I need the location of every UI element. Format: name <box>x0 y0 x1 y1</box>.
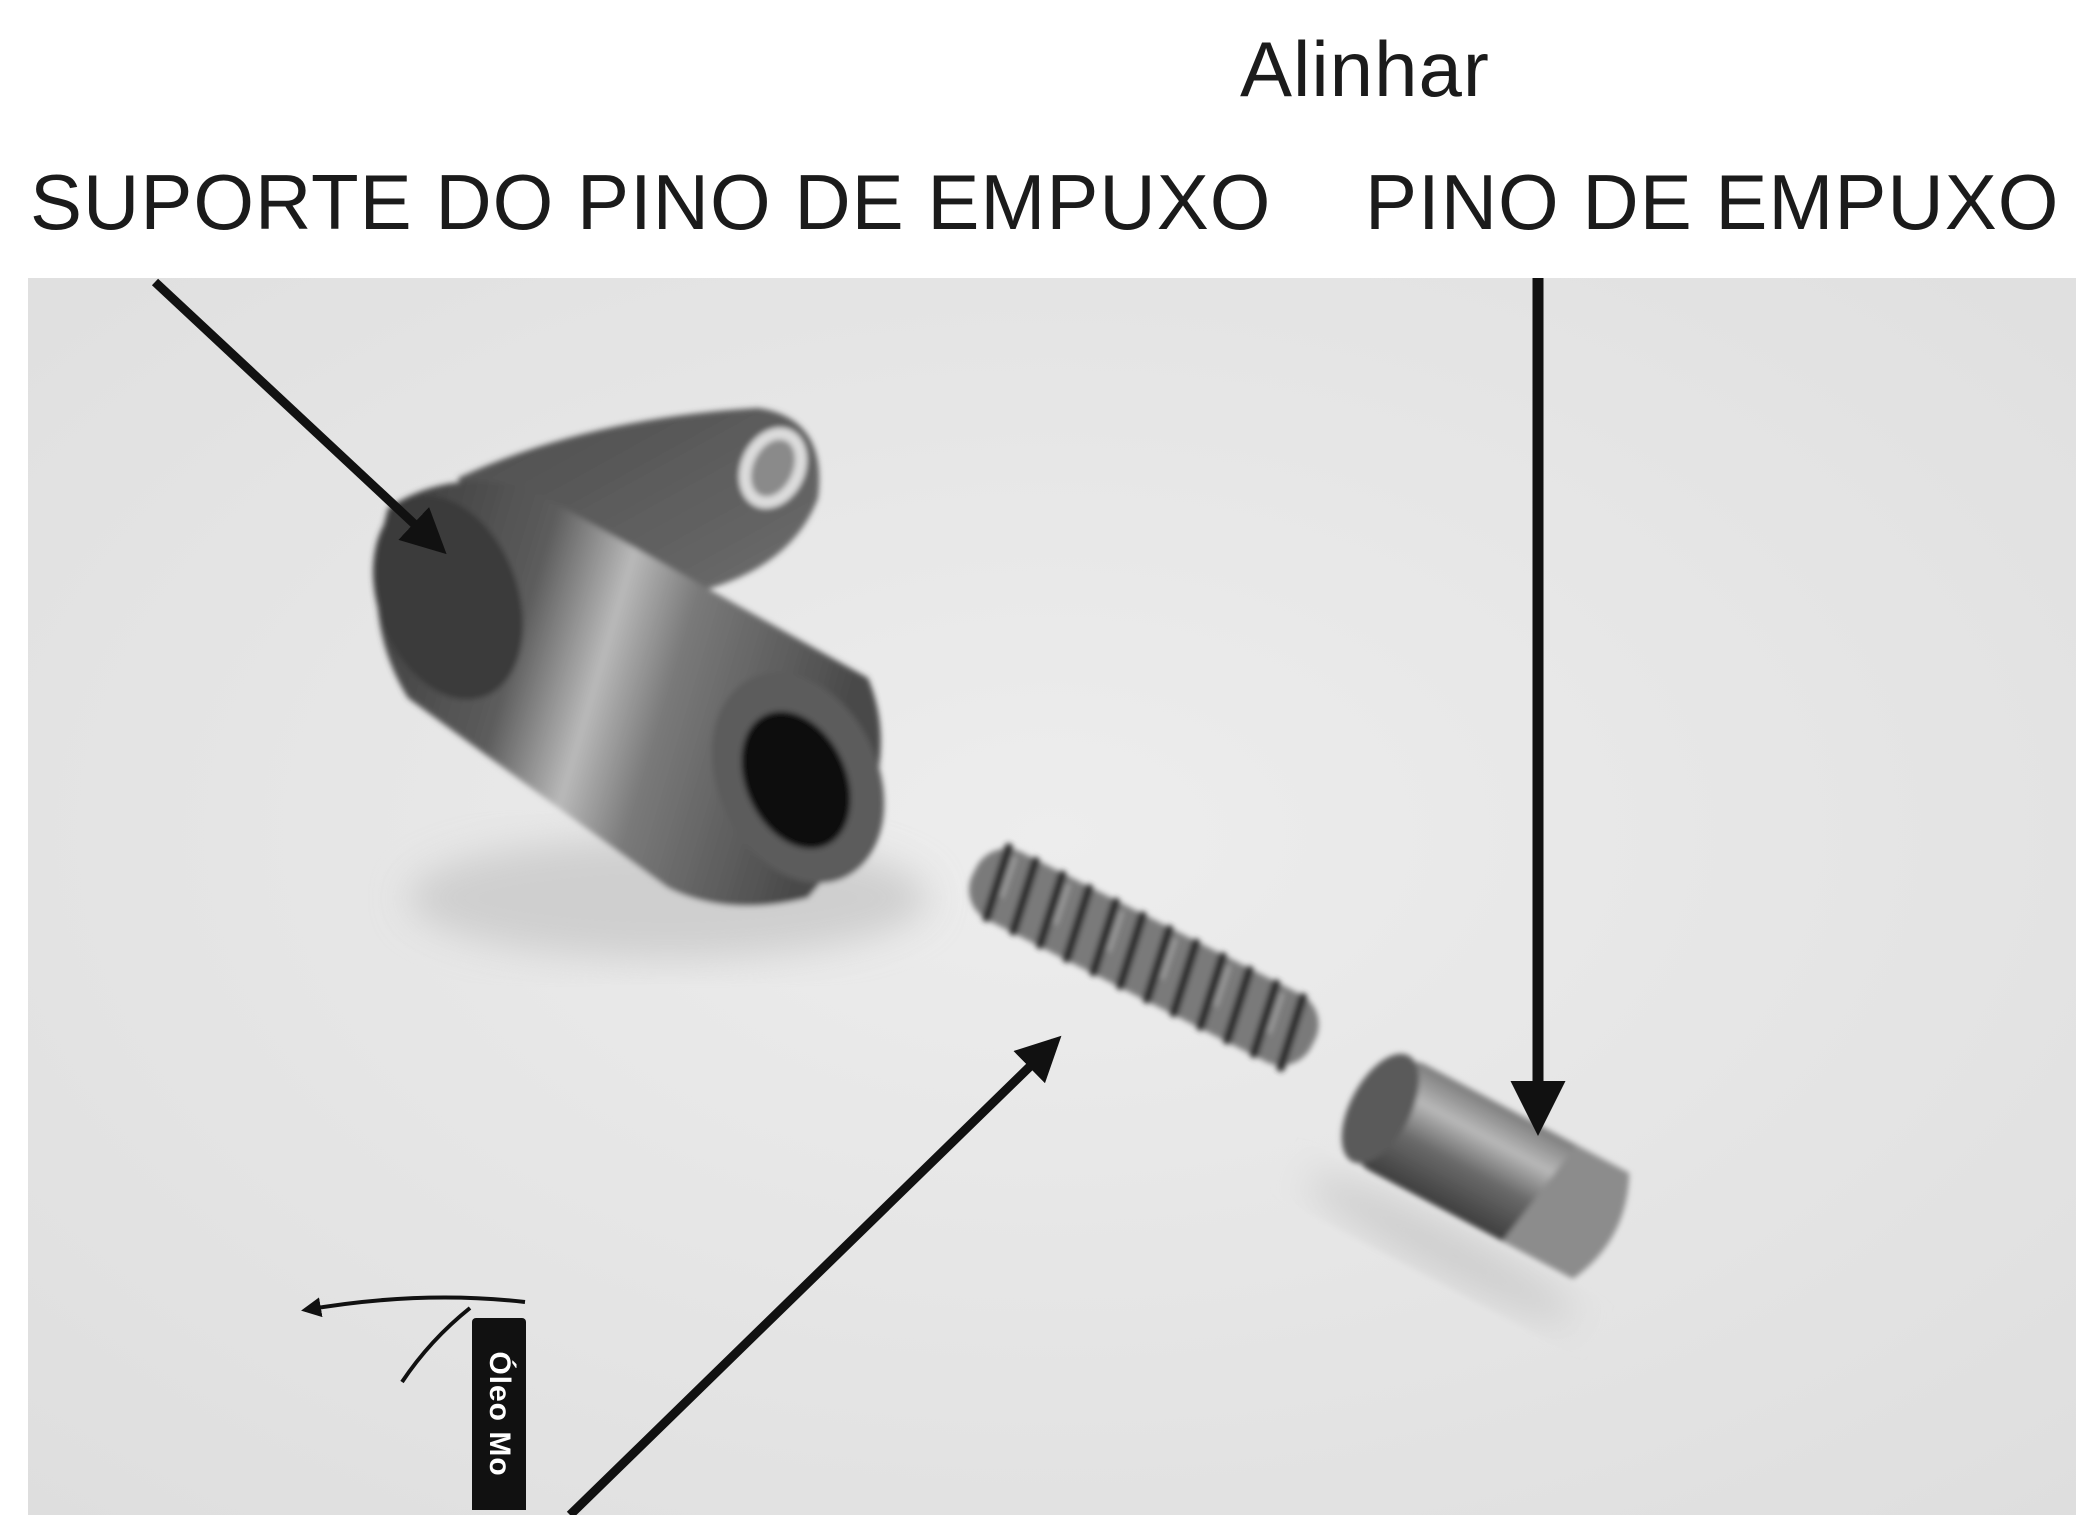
oil-tag-text: Óleo Mo <box>483 1351 516 1477</box>
pin-holder-part <box>373 408 928 958</box>
thrust-pin-label: PINO DE EMPUXO <box>1365 158 2060 246</box>
oil-pointer-curve <box>400 1306 472 1384</box>
pin-holder-label: SUPORTE DO PINO DE EMPUXO <box>30 158 1272 246</box>
pin-holder-arrow <box>151 278 447 555</box>
thrust-pin-part <box>1308 1053 1630 1322</box>
oil-pointer-line <box>301 1295 526 1318</box>
spring-part <box>969 843 1319 1072</box>
spring-arrow <box>566 1035 1062 1515</box>
oil-tag: Óleo Mo <box>472 1318 526 1510</box>
align-label: Alinhar <box>1240 25 1490 113</box>
